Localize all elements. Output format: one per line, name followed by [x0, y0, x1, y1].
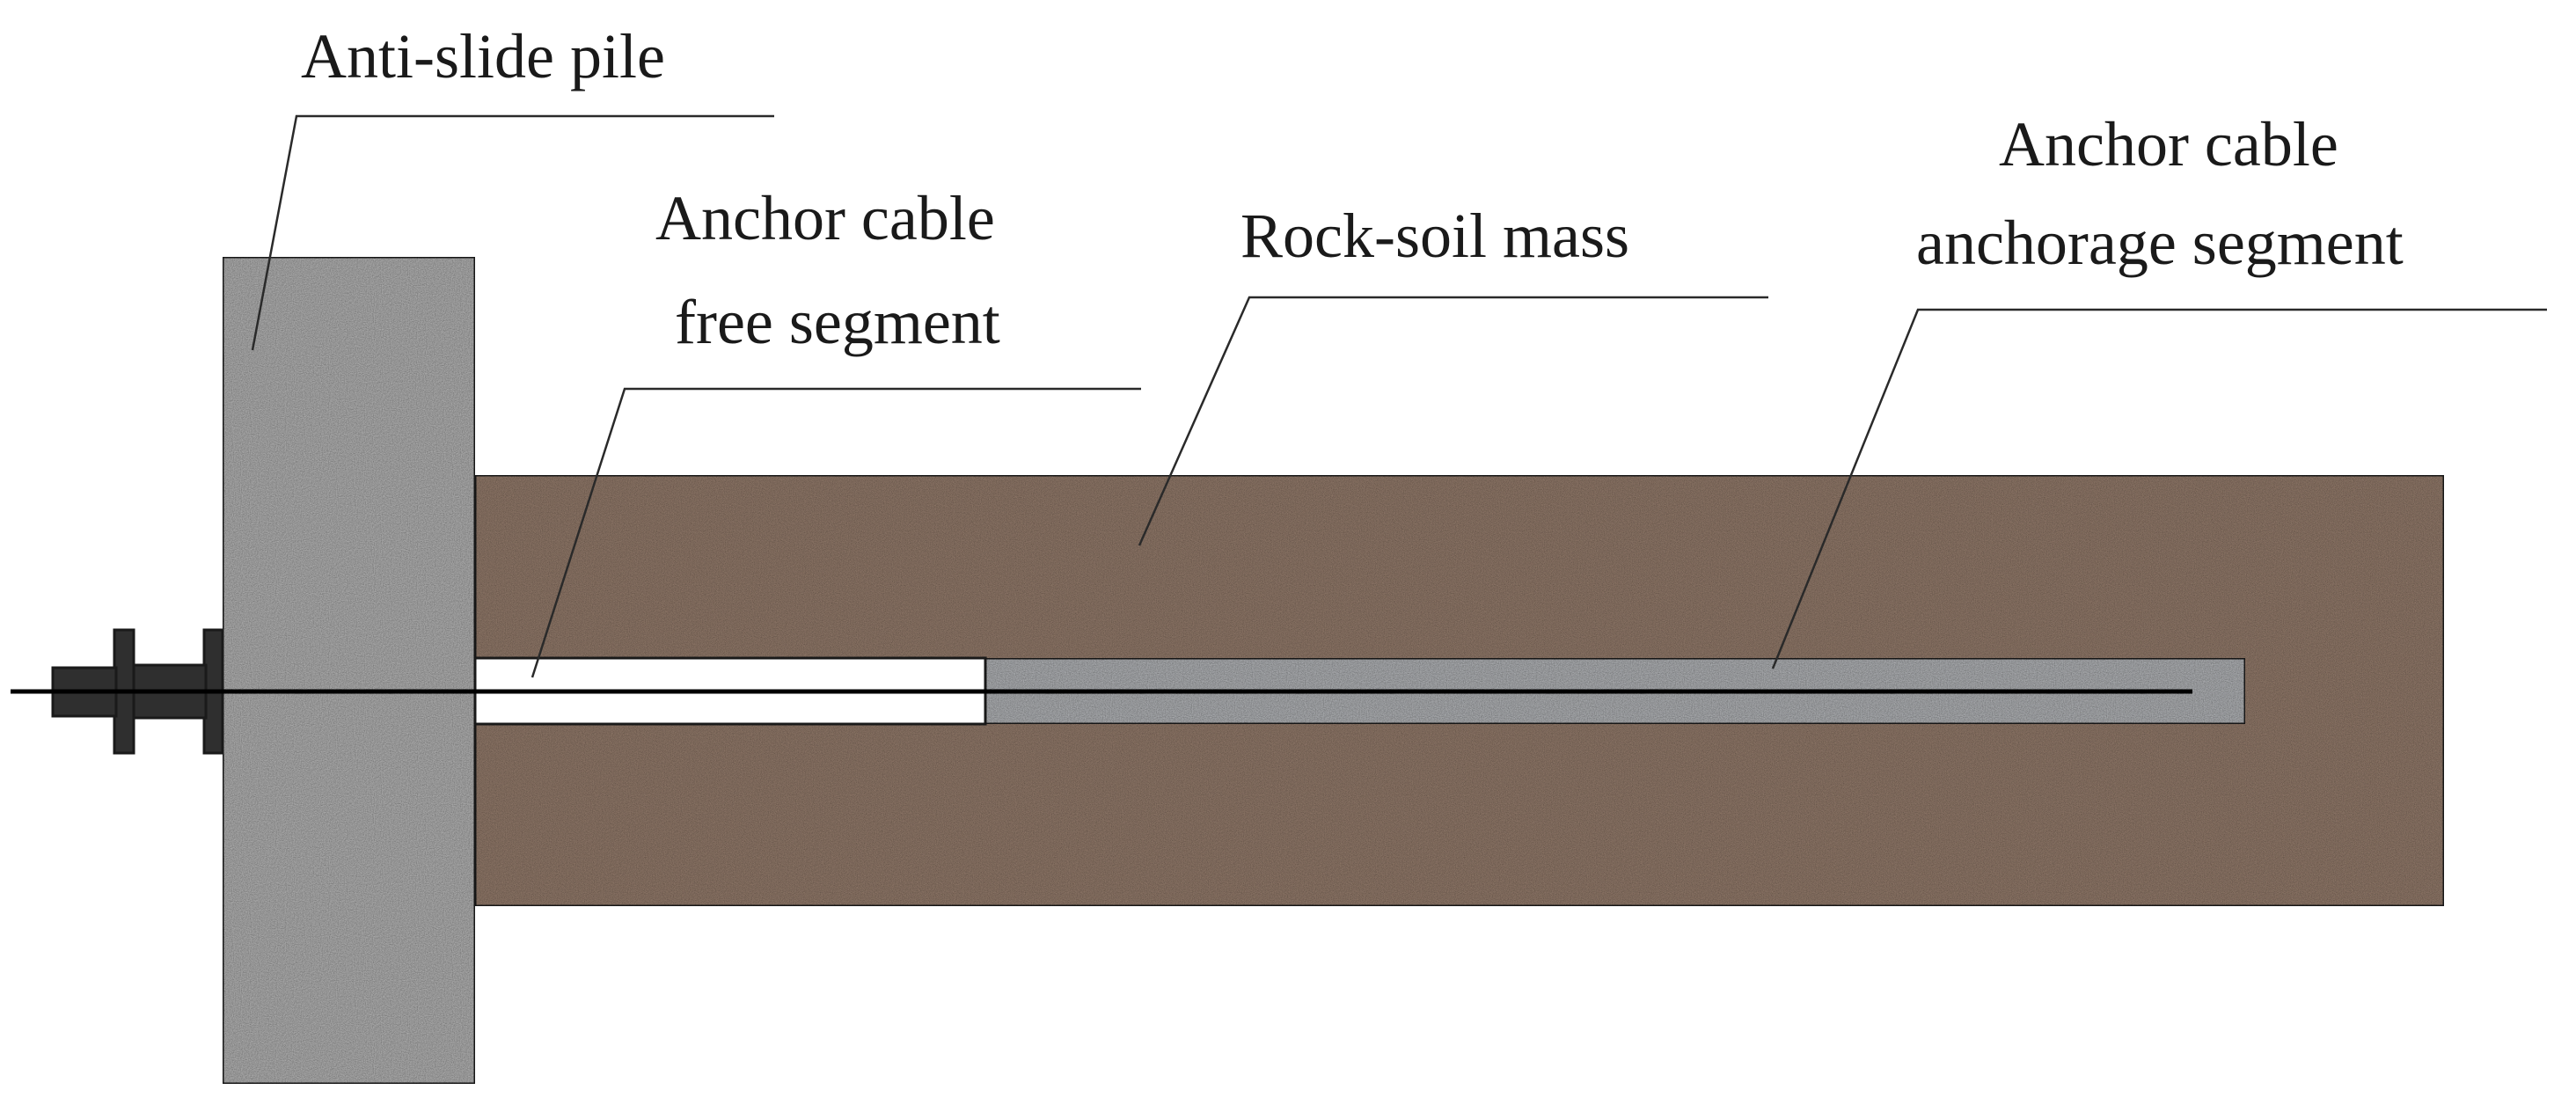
label-anchorage-segment-line2: anchorage segment	[1916, 208, 2404, 278]
leader-line-rock-soil	[1138, 296, 1768, 546]
leader-lines	[251, 114, 2547, 678]
label-anchorage-segment-line1: Anchor cable	[1999, 109, 2338, 179]
anti-slide-pile	[221, 255, 477, 1086]
label-free-segment-line2: free segment	[675, 287, 1000, 357]
label-free-segment-line1: Anchor cable	[655, 183, 995, 253]
label-anti-slide-pile: Anti-slide pile	[301, 21, 665, 91]
leader-line-pile	[251, 114, 774, 351]
leader-line-free-segment	[531, 387, 1141, 678]
label-rock-soil-mass: Rock-soil mass	[1240, 201, 1629, 271]
leader-line-anchorage-segment	[1771, 308, 2547, 669]
